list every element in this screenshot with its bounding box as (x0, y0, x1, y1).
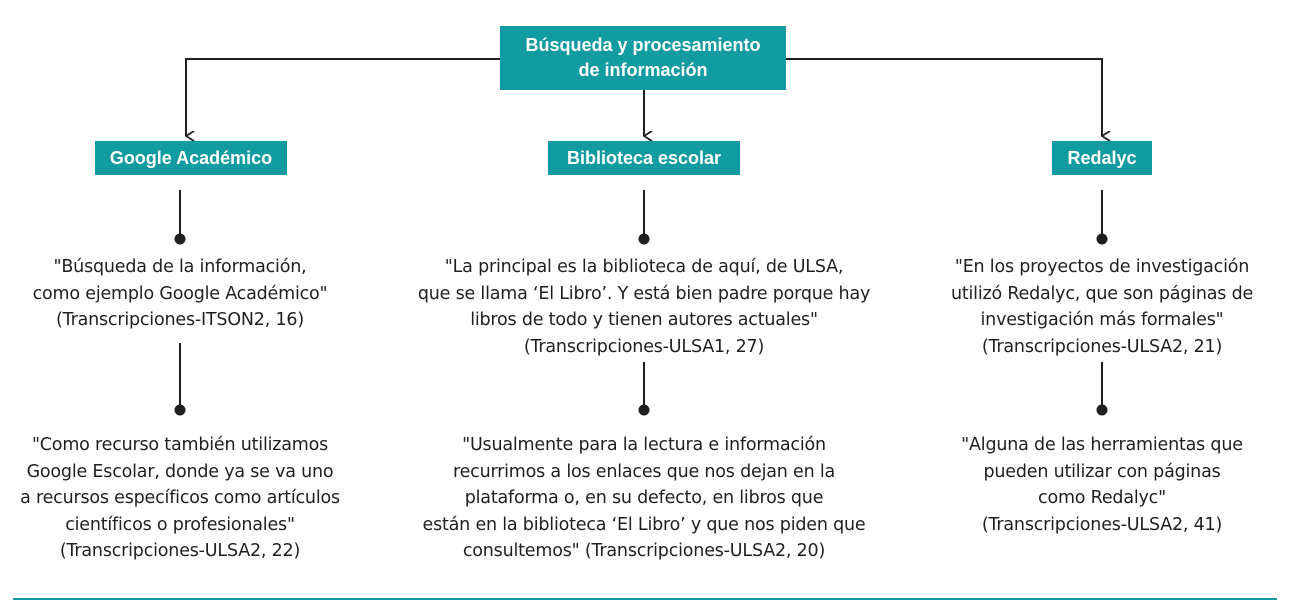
connector-root-to-google (185, 58, 500, 136)
quote-biblioteca-1: "La principal es la biblioteca de aquí, … (417, 257, 871, 357)
root-node: Búsqueda y procesamiento de información (500, 26, 786, 90)
dot-biblioteca-2 (638, 404, 650, 416)
category-biblioteca-escolar: Biblioteca escolar (548, 141, 740, 175)
root-node-label: Búsqueda y procesamiento de información (525, 35, 761, 80)
dot-redalyc-2 (1096, 404, 1108, 416)
quote-redalyc-1: "En los proyectos de investigación utili… (950, 257, 1254, 357)
quote-redalyc-2: "Alguna de las herramientas que pueden u… (961, 435, 1243, 535)
dot-redalyc-1 (1096, 233, 1108, 245)
connector-root-to-redalyc (786, 58, 1102, 136)
category-label: Google Académico (109, 147, 273, 168)
dot-google-1 (174, 233, 186, 245)
quote-biblioteca-2: "Usualmente para la lectura e informació… (422, 435, 866, 561)
category-redalyc: Redalyc (1052, 141, 1152, 175)
bottom-rule (13, 598, 1277, 600)
category-label: Biblioteca escolar (566, 147, 722, 168)
quote-google-2: "Como recurso también utilizamos Google … (20, 435, 340, 561)
category-google-academico: Google Académico (95, 141, 287, 175)
category-label: Redalyc (1067, 147, 1137, 168)
dot-biblioteca-1 (638, 233, 650, 245)
dot-google-2 (174, 404, 186, 416)
quote-google-1: "Búsqueda de la información, como ejempl… (32, 257, 328, 330)
